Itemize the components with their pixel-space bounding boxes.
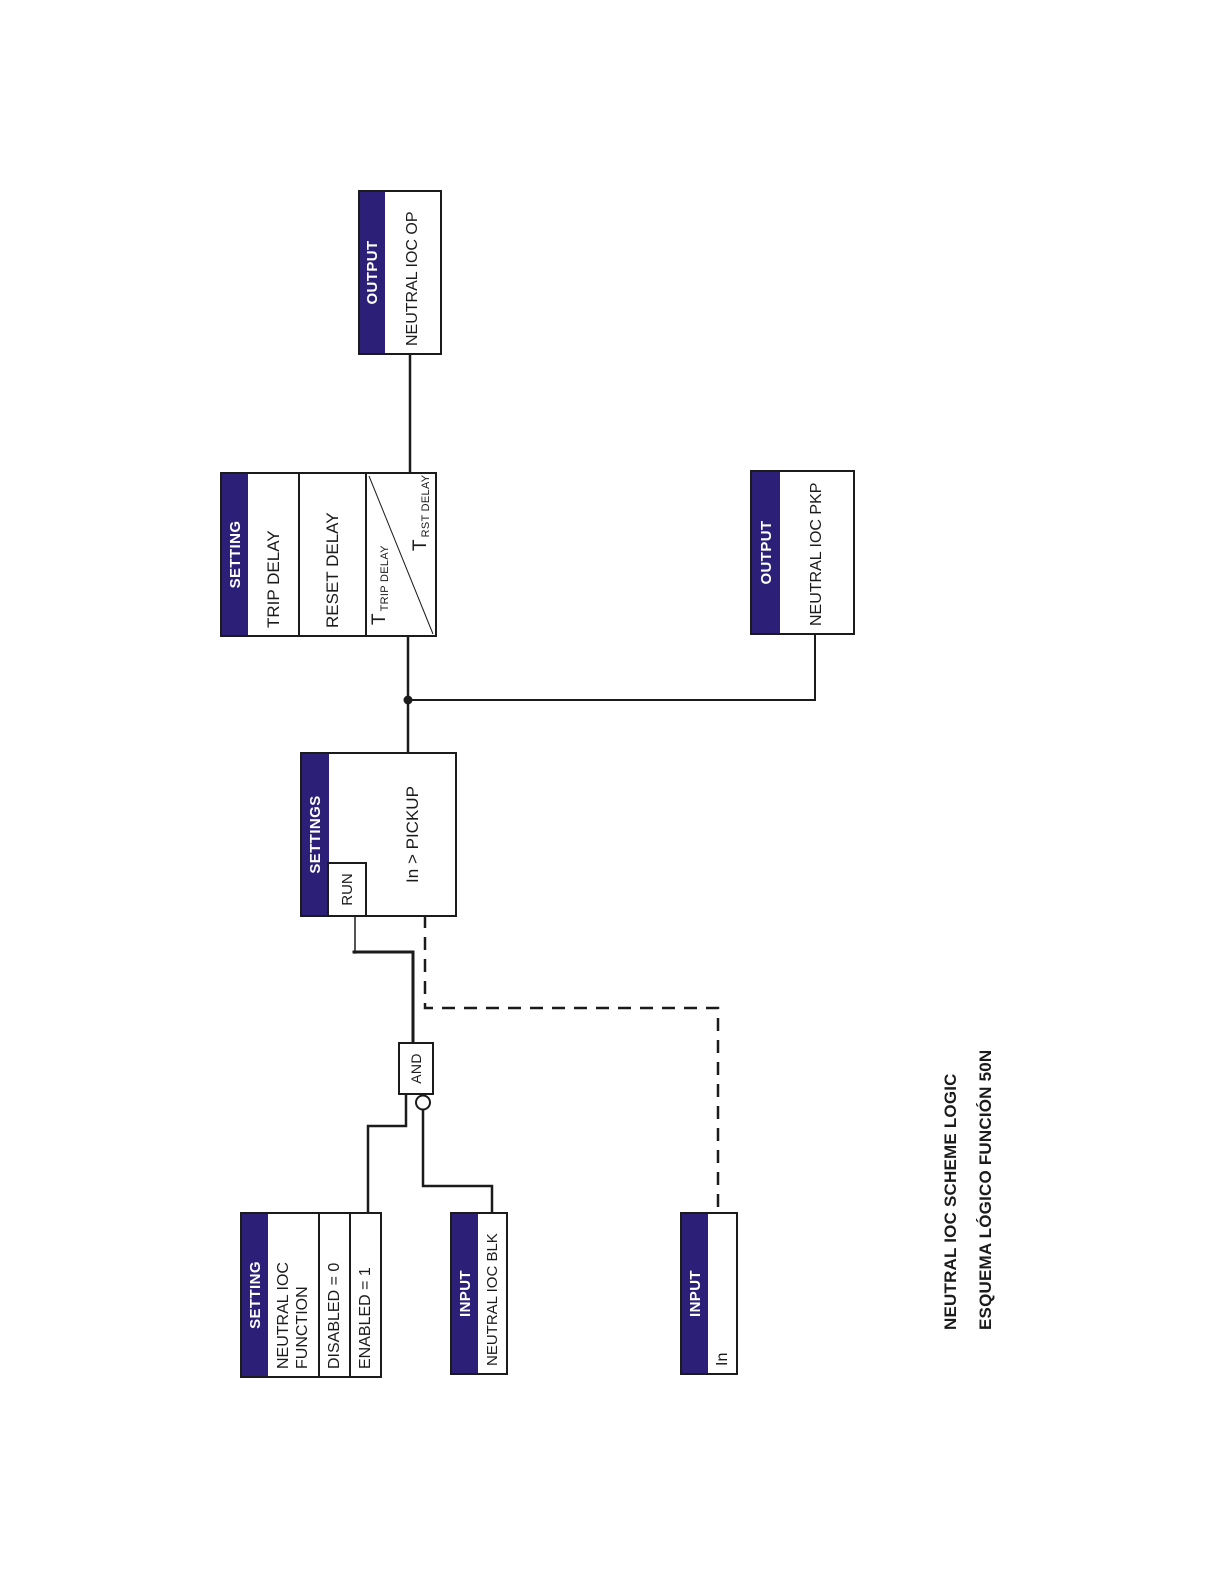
and-gate: AND — [398, 1042, 434, 1095]
input-in-label: In — [713, 1352, 731, 1366]
junction-dot-icon — [403, 695, 413, 705]
trip-delay-row: TRIP DELAY — [248, 474, 300, 635]
output-pkp-label: NEUTRAL IOC PKP — [808, 482, 825, 626]
wire-blk-to-and-inverted-input — [421, 1108, 494, 1216]
setting-function-disabled: DISABLED = 0 — [320, 1214, 351, 1376]
caption-line1: NEUTRAL IOC SCHEME LOGIC — [941, 1073, 960, 1330]
setting-timer-box: SETTING TRIP DELAY RESET DELAY TTRIP DEL… — [220, 472, 437, 637]
input-blk-box: INPUT NEUTRAL IOC BLK — [450, 1212, 508, 1375]
wire-branch-to-pkp-output — [407, 632, 816, 701]
wire-enabled-to-and — [366, 1091, 408, 1216]
run-subbox: RUN — [327, 862, 367, 917]
timer-symbol: TTRIP DELAY TRST DELAY — [367, 474, 435, 635]
t-rst-delay-label: TRST DELAY — [410, 474, 432, 551]
t-trip-delay-label: TTRIP DELAY — [369, 545, 391, 625]
setting-function-name: NEUTRAL IOC FUNCTION — [268, 1214, 320, 1376]
output-pkp-header: OUTPUT — [752, 472, 780, 633]
output-op-header: OUTPUT — [360, 192, 385, 353]
setting-timer-header: SETTING — [222, 474, 248, 635]
reset-delay-row: RESET DELAY — [300, 474, 367, 635]
caption-line2: ESQUEMA LÓGICO FUNCIÓN 50N — [976, 1049, 995, 1330]
input-in-header: INPUT — [682, 1214, 708, 1373]
input-in-box: INPUT In — [680, 1212, 738, 1375]
not-bubble-icon — [415, 1094, 431, 1111]
setting-function-header: SETTING — [242, 1214, 268, 1376]
input-blk-label: NEUTRAL IOC BLK — [483, 1233, 501, 1366]
input-blk-header: INPUT — [452, 1214, 478, 1373]
wire-and-output-to-run — [352, 950, 415, 1046]
and-gate-label: AND — [408, 1053, 424, 1084]
settings-comparator-header: SETTINGS — [302, 754, 329, 915]
setting-function-enabled: ENABLED = 1 — [357, 1267, 374, 1369]
timer-diagonal-icon — [368, 475, 434, 635]
settings-comparator-box: SETTINGS RUN In > PICKUP — [300, 752, 457, 917]
setting-function-box: SETTING NEUTRAL IOC FUNCTION DISABLED = … — [240, 1212, 382, 1378]
output-pkp-box: OUTPUT NEUTRAL IOC PKP — [750, 470, 855, 635]
output-op-box: OUTPUT NEUTRAL IOC OP — [358, 190, 442, 355]
pickup-condition: In > PICKUP — [403, 786, 422, 883]
output-op-label: NEUTRAL IOC OP — [404, 211, 421, 346]
wire-in-measurement-dashed — [423, 915, 720, 1214]
